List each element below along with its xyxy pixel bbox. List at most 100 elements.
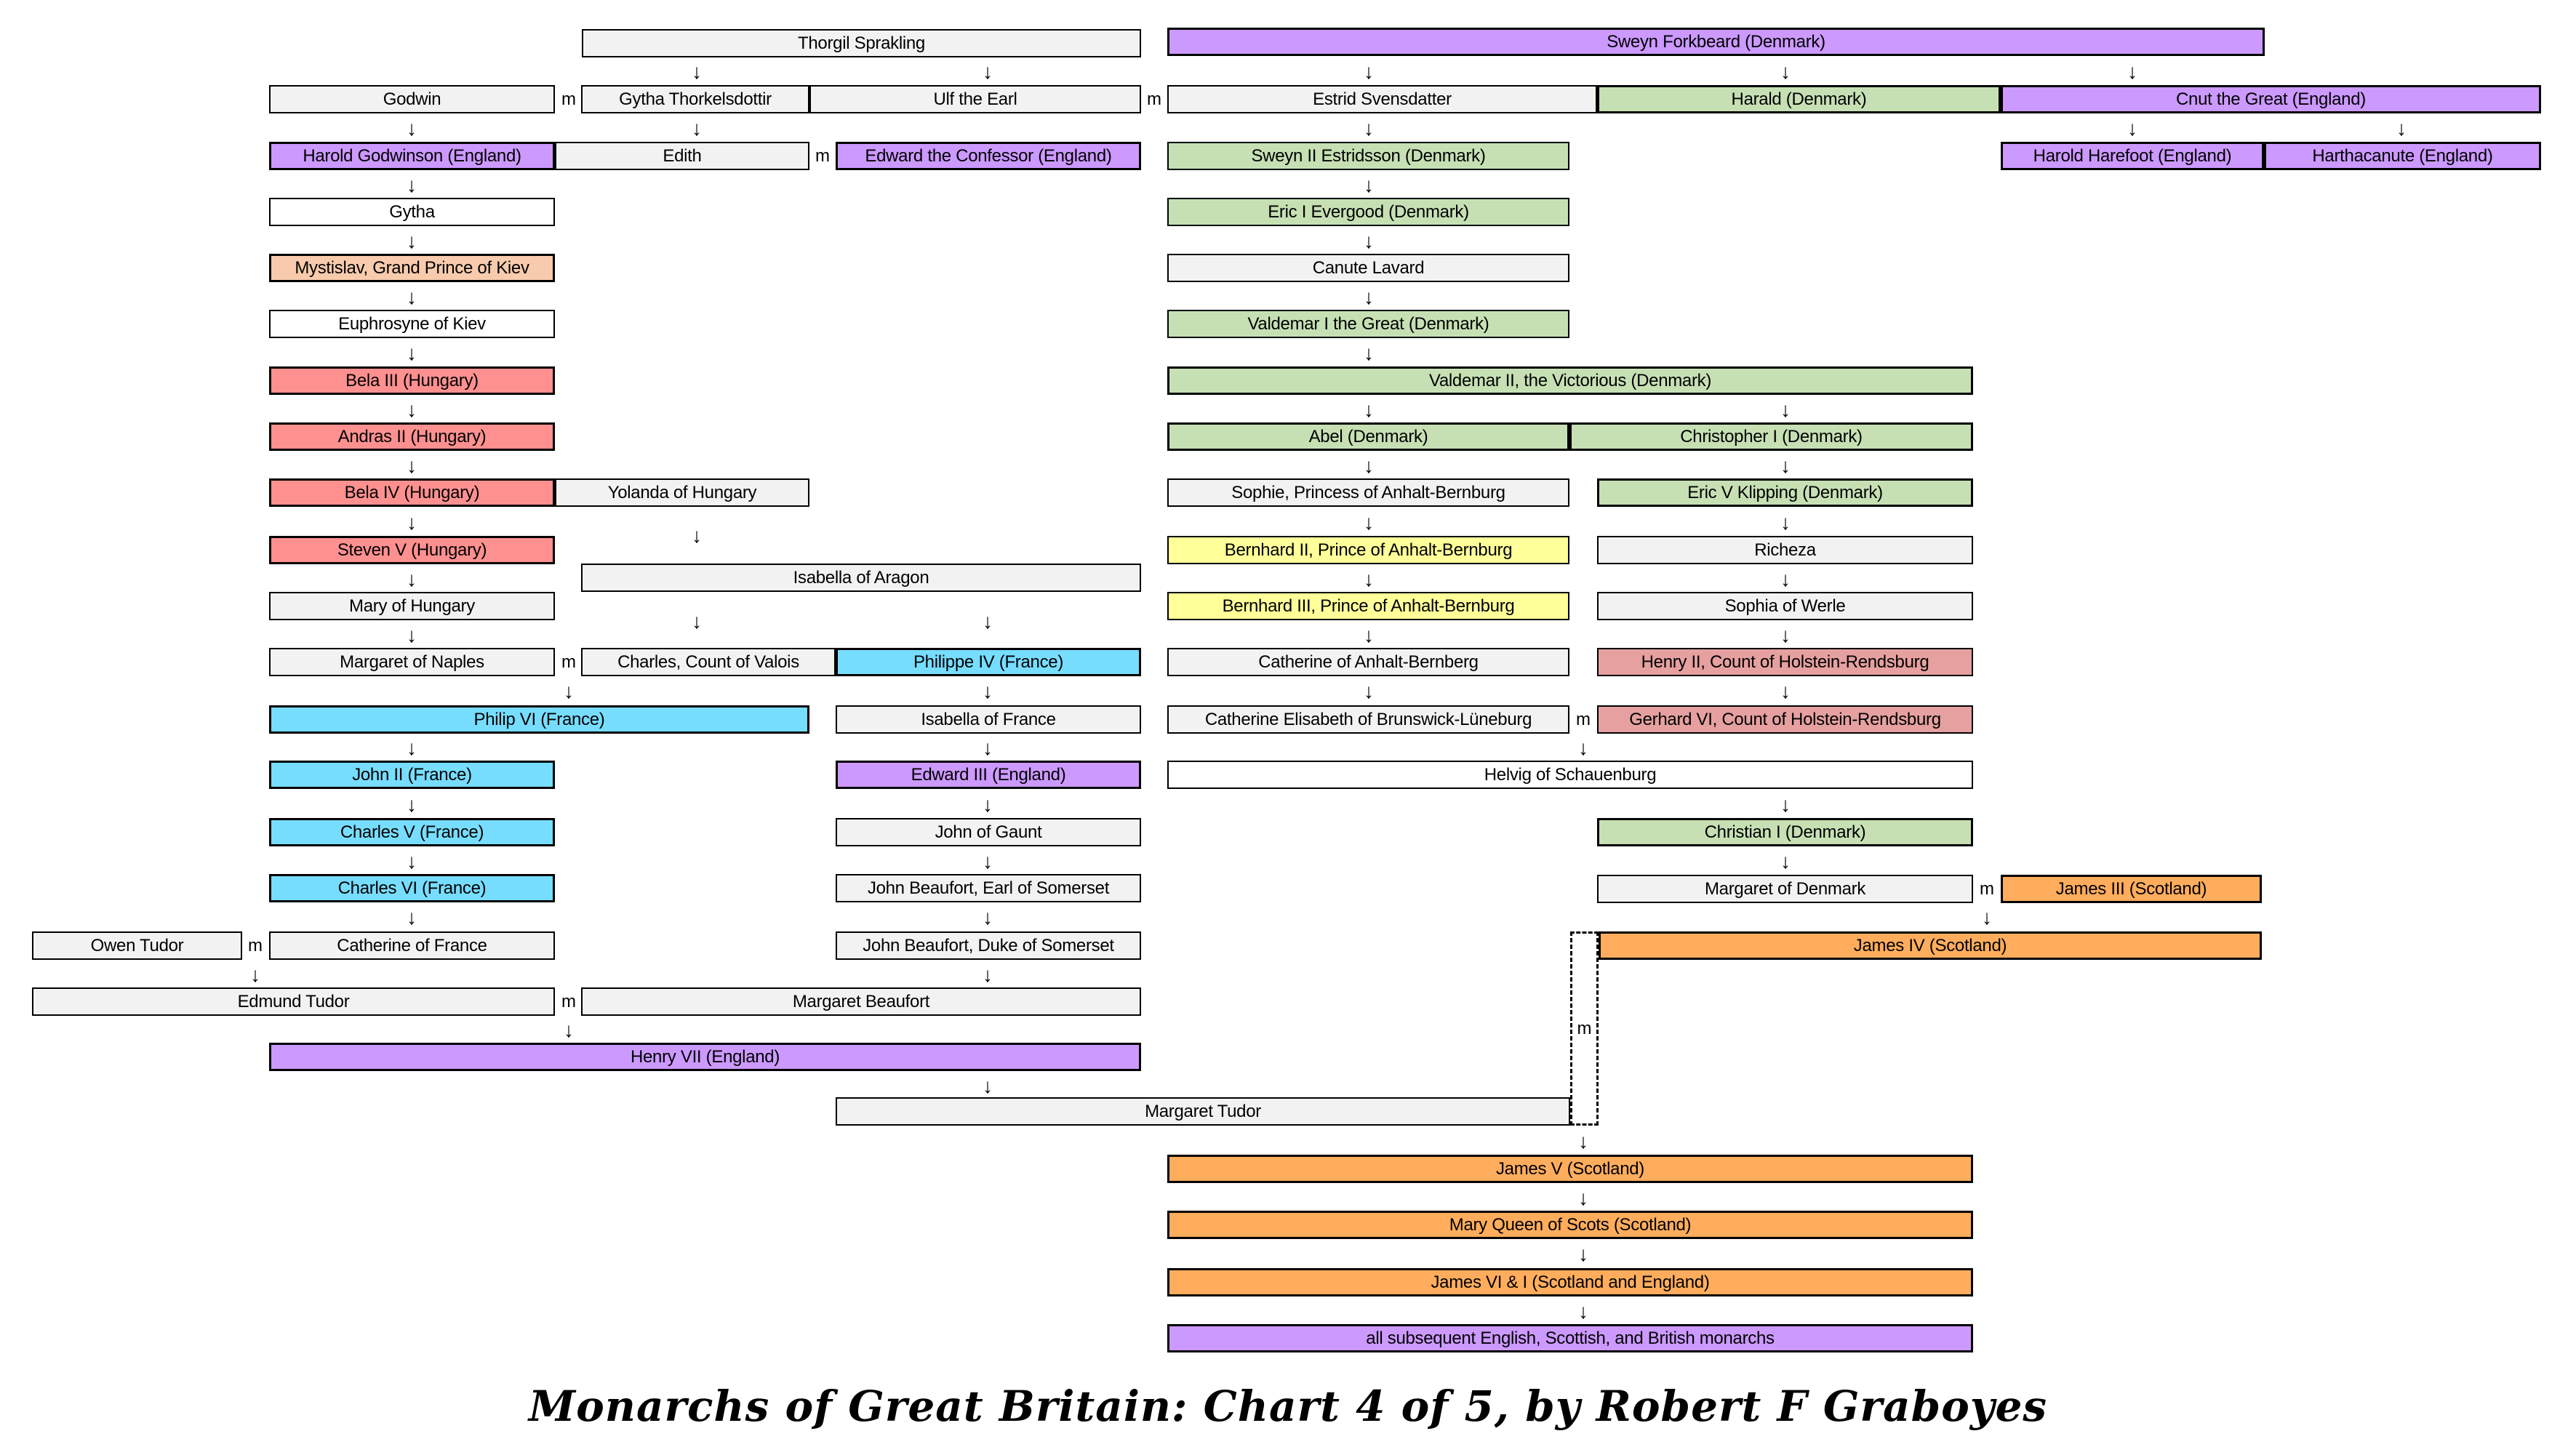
down-arrow-icon: ↓ <box>983 60 993 83</box>
person-box-steven5: Steven V (Hungary) <box>269 536 555 564</box>
down-arrow-icon: ↓ <box>1364 680 1374 702</box>
down-arrow-icon: ↓ <box>250 963 260 986</box>
person-box-james6: James VI & I (Scotland and England) <box>1167 1268 1973 1296</box>
person-box-bela3: Bela III (Hungary) <box>269 366 555 395</box>
person-box-james3: James III (Scotland) <box>2001 875 2262 903</box>
person-box-john_gaunt: John of Gaunt <box>836 818 1141 846</box>
marriage-marker: m <box>561 992 576 1011</box>
person-box-canute_l: Canute Lavard <box>1167 254 1569 282</box>
down-arrow-icon: ↓ <box>407 454 417 477</box>
person-box-owen: Owen Tudor <box>32 931 242 960</box>
person-box-margaret_t: Margaret Tudor <box>836 1097 1570 1126</box>
person-box-richeza: Richeza <box>1597 536 1973 564</box>
person-box-helvig: Helvig of Schauenburg <box>1167 761 1973 789</box>
down-arrow-icon: ↓ <box>1780 680 1791 702</box>
down-arrow-icon: ↓ <box>407 230 417 252</box>
person-box-john_b_duke: John Beaufort, Duke of Somerset <box>836 931 1141 960</box>
down-arrow-icon: ↓ <box>1364 624 1374 646</box>
person-box-hartha: Harthacanute (England) <box>2264 142 2541 170</box>
person-box-edmund: Edmund Tudor <box>32 987 555 1016</box>
person-box-charles5: Charles V (France) <box>269 818 555 846</box>
marriage-marker: m <box>815 146 830 166</box>
down-arrow-icon: ↓ <box>2127 117 2137 140</box>
down-arrow-icon: ↓ <box>983 850 993 873</box>
down-arrow-icon: ↓ <box>1364 174 1374 196</box>
down-arrow-icon: ↓ <box>1364 342 1374 364</box>
person-box-henry7: Henry VII (England) <box>269 1043 1141 1071</box>
down-arrow-icon: ↓ <box>407 511 417 534</box>
down-arrow-icon: ↓ <box>1364 568 1374 590</box>
person-box-harald: Harald (Denmark) <box>1597 85 2001 113</box>
person-box-margaret_b: Margaret Beaufort <box>581 987 1141 1016</box>
down-arrow-icon: ↓ <box>1780 454 1791 477</box>
person-box-subsequent: all subsequent English, Scottish, and Br… <box>1167 1324 1973 1352</box>
person-box-edward_c: Edward the Confessor (England) <box>836 142 1141 170</box>
person-box-mary_h: Mary of Hungary <box>269 592 555 620</box>
person-box-james4: James IV (Scotland) <box>1599 931 2262 960</box>
marriage-marker: m <box>248 936 263 955</box>
down-arrow-icon: ↓ <box>1364 60 1374 83</box>
down-arrow-icon: ↓ <box>1364 230 1374 252</box>
person-box-james5: James V (Scotland) <box>1167 1155 1973 1183</box>
down-arrow-icon: ↓ <box>2396 117 2407 140</box>
down-arrow-icon: ↓ <box>407 568 417 590</box>
person-box-valdemar1: Valdemar I the Great (Denmark) <box>1167 310 1569 338</box>
person-box-henry2_h: Henry II, Count of Holstein-Rendsburg <box>1597 648 1973 676</box>
person-box-bernhard3: Bernhard III, Prince of Anhalt-Bernburg <box>1167 592 1569 620</box>
person-box-christopher1: Christopher I (Denmark) <box>1569 422 1973 451</box>
person-box-catherine_f: Catherine of France <box>269 931 555 960</box>
chart-title: Monarchs of Great Britain: Chart 4 of 5,… <box>528 1382 2048 1431</box>
down-arrow-icon: ↓ <box>407 793 417 816</box>
down-arrow-icon: ↓ <box>1364 286 1374 308</box>
down-arrow-icon: ↓ <box>1780 624 1791 646</box>
person-box-margaret_n: Margaret of Naples <box>269 648 555 676</box>
person-box-christian1: Christian I (Denmark) <box>1597 818 1973 846</box>
down-arrow-icon: ↓ <box>1364 454 1374 477</box>
person-box-ulf: Ulf the Earl <box>809 85 1141 113</box>
person-box-gytha: Gytha <box>269 198 555 226</box>
person-box-eric1: Eric I Evergood (Denmark) <box>1167 198 1569 226</box>
marriage-marker: m <box>1980 879 1994 899</box>
person-box-philip6: Philip VI (France) <box>269 705 809 734</box>
down-arrow-icon: ↓ <box>983 793 993 816</box>
person-box-eric5: Eric V Klipping (Denmark) <box>1597 478 1973 507</box>
person-box-valdemar2: Valdemar II, the Victorious (Denmark) <box>1167 366 1973 395</box>
down-arrow-icon: ↓ <box>1578 1130 1588 1153</box>
person-box-gerhard6: Gerhard VI, Count of Holstein-Rendsburg <box>1597 705 1973 734</box>
person-box-john_b_earl: John Beaufort, Earl of Somerset <box>836 874 1141 902</box>
person-box-bernhard2: Bernhard II, Prince of Anhalt-Bernburg <box>1167 536 1569 564</box>
down-arrow-icon: ↓ <box>407 398 417 421</box>
down-arrow-icon: ↓ <box>692 610 702 633</box>
person-box-euphrosyne: Euphrosyne of Kiev <box>269 310 555 338</box>
person-box-catherine_eb: Catherine Elisabeth of Brunswick-Lünebur… <box>1167 705 1569 734</box>
down-arrow-icon: ↓ <box>1780 511 1791 534</box>
down-arrow-icon: ↓ <box>407 624 417 646</box>
person-box-bela4: Bela IV (Hungary) <box>269 478 555 507</box>
person-box-isabella_f: Isabella of France <box>836 705 1141 734</box>
down-arrow-icon: ↓ <box>1364 511 1374 534</box>
person-box-harold_g: Harold Godwinson (England) <box>269 142 555 170</box>
down-arrow-icon: ↓ <box>983 680 993 702</box>
down-arrow-icon: ↓ <box>1364 398 1374 421</box>
person-box-mary_qs: Mary Queen of Scots (Scotland) <box>1167 1211 1973 1239</box>
down-arrow-icon: ↓ <box>983 906 993 929</box>
down-arrow-icon: ↓ <box>1364 117 1374 140</box>
down-arrow-icon: ↓ <box>1780 568 1791 590</box>
down-arrow-icon: ↓ <box>407 906 417 929</box>
person-box-thorgil: Thorgil Sprakling <box>582 29 1141 57</box>
down-arrow-icon: ↓ <box>1780 850 1791 873</box>
person-box-andras2: Andras II (Hungary) <box>269 422 555 451</box>
down-arrow-icon: ↓ <box>2127 60 2137 83</box>
marriage-label: m <box>1577 1018 1592 1038</box>
down-arrow-icon: ↓ <box>1780 60 1791 83</box>
dashed-marriage-bracket: m <box>1570 931 1599 1126</box>
marriage-marker: m <box>1576 710 1591 729</box>
down-arrow-icon: ↓ <box>983 963 993 986</box>
down-arrow-icon: ↓ <box>983 1075 993 1097</box>
person-box-catherine_ab: Catherine of Anhalt-Bernberg <box>1167 648 1569 676</box>
person-box-margaret_d: Margaret of Denmark <box>1597 875 1973 903</box>
down-arrow-icon: ↓ <box>407 850 417 873</box>
down-arrow-icon: ↓ <box>407 737 417 759</box>
down-arrow-icon: ↓ <box>564 1019 574 1041</box>
person-box-godwin: Godwin <box>269 85 555 113</box>
